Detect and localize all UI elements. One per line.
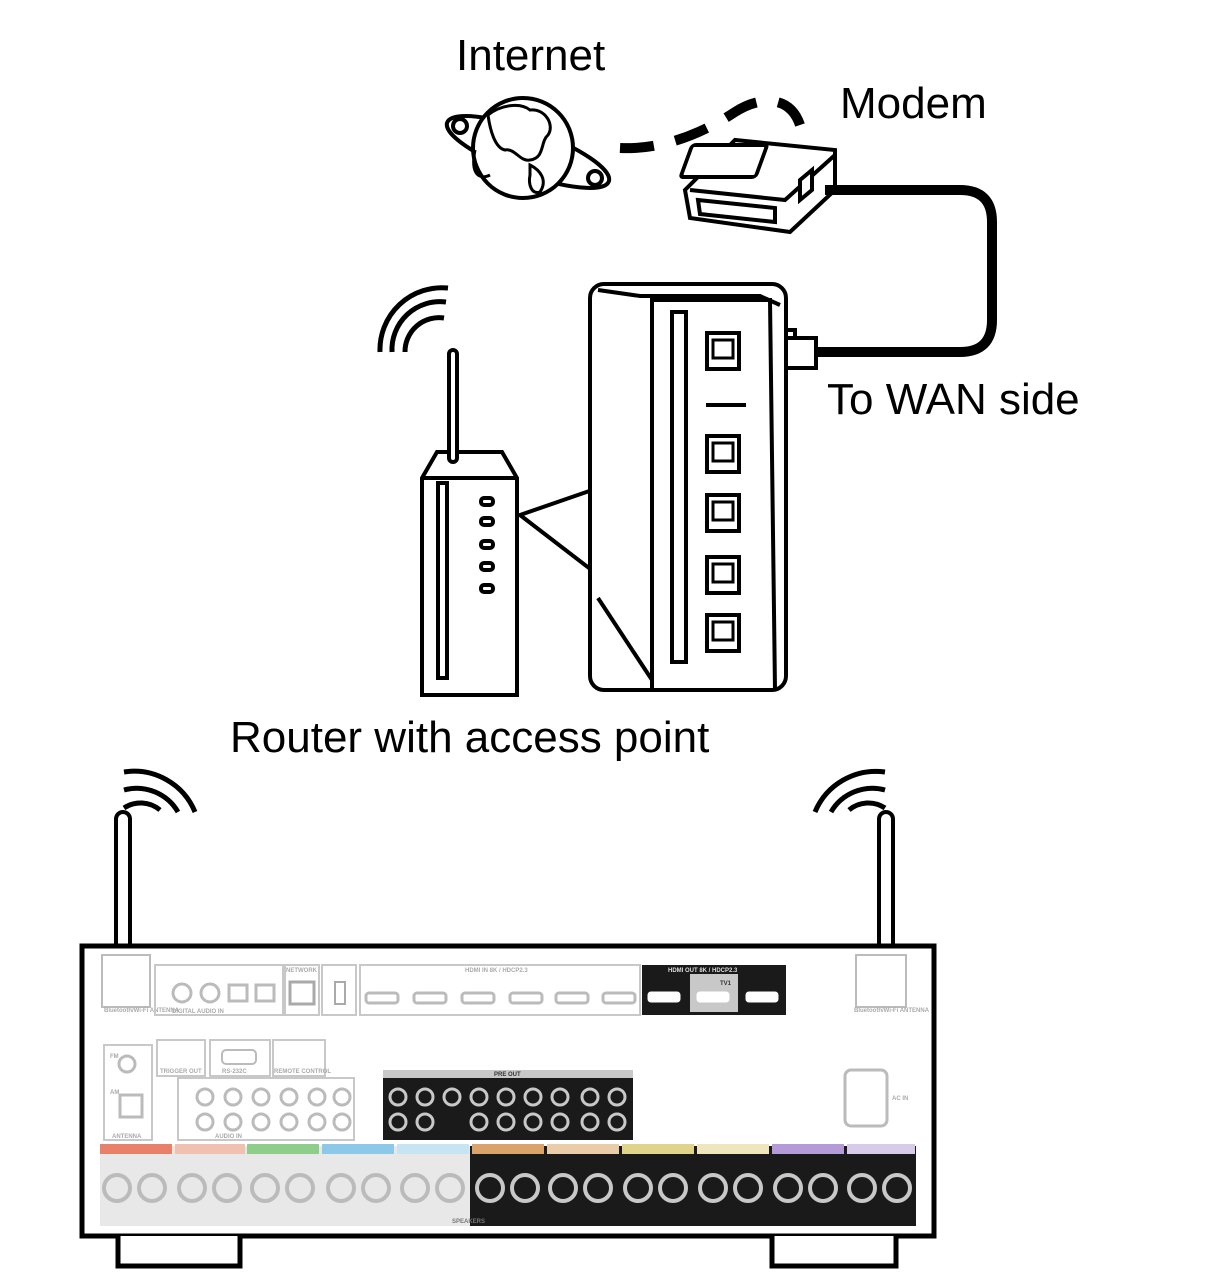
ethernet-port-icon — [705, 493, 741, 533]
hdmi-in-label: HDMI IN 8K / HDCP2.3 — [465, 968, 528, 974]
ethernet-port-icon — [705, 434, 741, 474]
tv1-label: TV1 — [720, 981, 732, 987]
antenna-right-label: Bluetooth/Wi-Fi ANTENNA — [854, 1008, 930, 1014]
wan-cable — [810, 185, 997, 357]
callout-wedge — [515, 485, 600, 580]
antenna-left-label: Bluetooth/Wi-Fi ANTENNA — [104, 1008, 180, 1014]
ethernet-port-icon — [705, 555, 741, 595]
wifi-icon — [122, 768, 198, 814]
modem-icon — [679, 137, 837, 235]
globe-icon — [444, 96, 612, 200]
ethernet-port-icon — [705, 331, 741, 371]
speakers-label: SPEAKERS — [452, 1219, 485, 1225]
network-port — [288, 980, 316, 1006]
router-detail-panel — [588, 282, 788, 692]
wifi-icon — [812, 768, 887, 814]
rs232c-label: RS-232C — [222, 1069, 247, 1075]
wan-side-label: To WAN side — [827, 375, 1080, 424]
internet-label: Internet — [456, 31, 605, 80]
network-label: NETWORK — [286, 968, 318, 974]
am-label: AM — [110, 1090, 119, 1096]
audio-in-label: AUDIO IN — [215, 1134, 242, 1140]
pre-out-label: PRE OUT — [494, 1072, 521, 1078]
ethernet-ports — [705, 331, 741, 653]
remote-label: REMOTE CONTROL — [274, 1069, 331, 1075]
router-icon — [420, 348, 519, 697]
wifi-icon — [377, 285, 449, 353]
modem-label: Modem — [840, 79, 987, 128]
router-label: Router with access point — [230, 713, 709, 762]
internet-link-line — [619, 96, 805, 154]
fm-label: FM — [110, 1054, 119, 1060]
av-receiver: Bluetooth/Wi-Fi ANTENNA Bluetooth/Wi-Fi … — [79, 943, 937, 1269]
hdmi-out-label: HDMI OUT 8K / HDCP2.3 — [668, 968, 738, 974]
antenna-icon — [114, 810, 895, 954]
ethernet-port-icon — [705, 613, 741, 653]
ac-in-label: AC IN — [892, 1096, 908, 1102]
antenna-tuner-label: ANTENNA — [112, 1134, 142, 1140]
trigger-label: TRIGGER OUT — [160, 1069, 202, 1075]
digital-audio-label: DIGITAL AUDIO IN — [172, 1009, 224, 1015]
